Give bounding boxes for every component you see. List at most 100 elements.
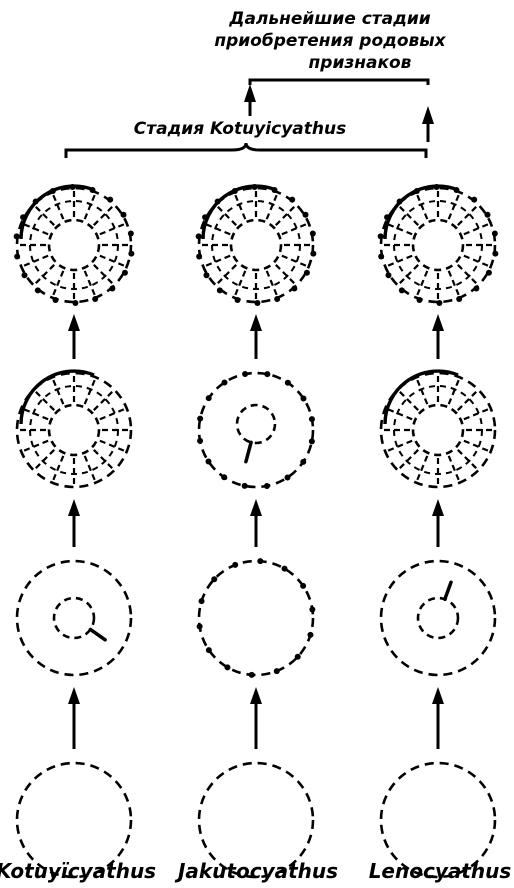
pore-dot: [492, 251, 498, 257]
radial-septum: [23, 441, 48, 451]
radial-septum: [94, 450, 113, 469]
radial-septum: [35, 450, 54, 469]
pore-dot: [197, 416, 203, 422]
radial-septum: [276, 206, 295, 225]
pore-dot: [307, 632, 313, 638]
pore-dot: [310, 251, 316, 257]
pore-dot: [436, 300, 442, 306]
pore-dot: [197, 438, 203, 444]
pore-dot: [378, 253, 384, 259]
stage-grid: [14, 184, 499, 877]
pore-dot: [295, 654, 301, 660]
pore-dot: [232, 188, 238, 194]
stage-cell: [14, 184, 135, 306]
upper-arrow-left: [244, 84, 256, 116]
pore-dot: [72, 300, 78, 306]
pore-dot: [21, 272, 27, 278]
pore-dot: [264, 483, 270, 489]
stage-cell: [197, 558, 316, 678]
pore-dot: [128, 251, 134, 257]
radial-septum: [387, 256, 412, 266]
stage-arrow-head: [250, 314, 262, 331]
pore-dot: [203, 272, 209, 278]
pore-dot: [274, 668, 280, 674]
pore-dot: [264, 371, 270, 377]
radial-septum: [458, 206, 477, 225]
pore-dot: [107, 197, 113, 203]
inner-wall: [49, 405, 99, 455]
pore-dot: [271, 187, 277, 193]
stage-cell: [381, 371, 495, 487]
pore-dot: [252, 184, 258, 190]
pore-dot: [217, 287, 223, 293]
radial-septum: [235, 194, 245, 219]
radial-septum: [217, 206, 236, 225]
pore-dot: [249, 672, 255, 678]
inner-wall: [237, 405, 275, 443]
genus-label-jakutocyathus: Jakutocyathus: [174, 859, 338, 883]
pore-dot: [92, 296, 98, 302]
pore-dot: [232, 562, 238, 568]
radial-septum: [85, 379, 95, 404]
pore-dot: [285, 380, 291, 386]
pore-dot: [35, 287, 41, 293]
pore-dot: [14, 233, 20, 239]
radial-septum: [276, 265, 295, 284]
inner-wall: [413, 405, 463, 455]
radial-septum: [282, 256, 307, 266]
pore-dot: [121, 212, 127, 218]
septum-spoke: [90, 629, 105, 639]
pore-dot: [257, 558, 263, 564]
pore-dot: [70, 184, 76, 190]
pore-dot: [205, 458, 211, 464]
pore-dot: [197, 623, 203, 629]
radial-septum: [217, 265, 236, 284]
pore-dot: [301, 396, 307, 402]
pore-dot: [196, 233, 202, 239]
pore-dot: [199, 598, 205, 604]
radial-septum: [449, 194, 459, 219]
radial-septum: [53, 379, 63, 404]
radial-septum: [399, 450, 418, 469]
inner-wall: [413, 220, 463, 270]
pore-dot: [434, 184, 440, 190]
pore-dot: [414, 188, 420, 194]
thick-arc: [385, 186, 458, 239]
radial-septum: [399, 265, 418, 284]
pore-dot: [221, 474, 227, 480]
pore-dot: [215, 198, 221, 204]
thick-arc: [385, 371, 458, 424]
pore-dot: [309, 416, 315, 422]
pore-dot: [206, 647, 212, 653]
header-line-3: признаков: [309, 53, 412, 73]
radial-septum: [399, 391, 418, 410]
pore-dot: [242, 371, 248, 377]
radial-septum: [205, 256, 230, 266]
header-line-2: приобретения родовых: [214, 31, 446, 51]
radial-septum: [100, 441, 125, 451]
pore-dot: [291, 286, 297, 292]
pore-dot: [53, 297, 59, 303]
pore-dot: [303, 212, 309, 218]
pore-dot: [254, 300, 260, 306]
pore-dot: [224, 664, 230, 670]
pore-dot: [122, 270, 128, 276]
stage-arrow-head: [250, 687, 262, 704]
pore-dot: [274, 296, 280, 302]
outer-wall: [199, 373, 313, 487]
outer-wall: [381, 561, 495, 675]
pore-dot: [202, 214, 208, 220]
radial-septum: [267, 194, 277, 219]
pore-dot: [492, 231, 498, 237]
radial-septum: [417, 194, 427, 219]
genus-label-lenocyathus: Lenocyathus: [369, 859, 512, 883]
pore-dot: [485, 212, 491, 218]
pore-dot: [399, 287, 405, 293]
pore-dot: [453, 187, 459, 193]
radial-septum: [53, 194, 63, 219]
radial-septum: [94, 391, 113, 410]
radial-septum: [387, 441, 412, 451]
pore-dot: [300, 583, 306, 589]
pore-dot: [235, 297, 241, 303]
stage-cell: [197, 371, 315, 489]
